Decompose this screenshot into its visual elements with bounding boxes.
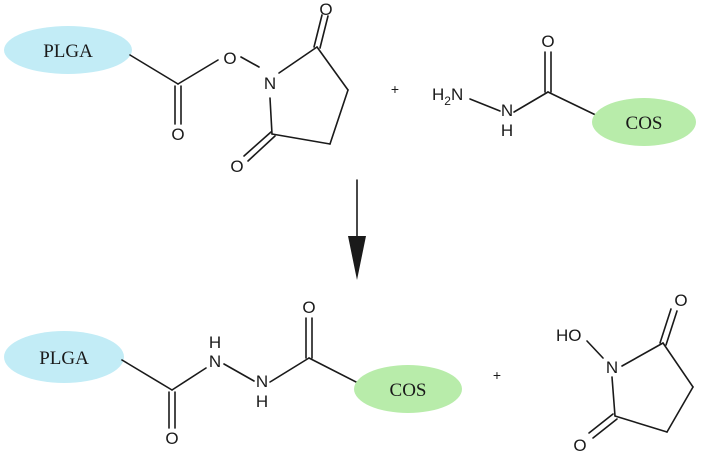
plga-cos-conjugate: PLGA COS O H N N H O [4, 298, 462, 448]
bond [316, 46, 349, 91]
cos-label: COS [626, 113, 663, 134]
bond [271, 133, 331, 145]
atom-nitrogen: N [264, 74, 276, 93]
plus-sign: + [391, 81, 399, 97]
bond [592, 418, 618, 439]
bond [662, 342, 694, 388]
atom-hydrogen: H [501, 121, 513, 140]
plga-ellipse [4, 331, 124, 383]
bond [171, 367, 207, 391]
bond [666, 386, 694, 433]
bond [319, 15, 329, 49]
atom-oxygen: O [674, 291, 687, 310]
atom-oxygen: O [171, 125, 184, 144]
bond [614, 415, 668, 433]
bond [129, 54, 179, 85]
bond [611, 376, 616, 417]
atom-oxygen: O [230, 157, 243, 176]
plus-sign: + [493, 367, 501, 383]
bond [313, 14, 323, 48]
bond [586, 340, 604, 359]
atom-oxygen: O [541, 32, 554, 51]
down-arrow [348, 179, 366, 280]
bond [269, 357, 310, 383]
cos-ellipse [354, 365, 462, 413]
bond [665, 310, 678, 346]
atom-nitrogen: N [256, 372, 268, 391]
cos-hydrazide: COS H2N N H O [432, 32, 696, 146]
bond [659, 308, 672, 344]
bond [121, 359, 173, 391]
atom-oxygen: O [319, 0, 332, 19]
bond [308, 357, 361, 385]
bond [469, 98, 501, 112]
plga-label: PLGA [43, 41, 93, 62]
bond [588, 413, 614, 434]
atom-hydrogen: H [209, 333, 221, 352]
atom-oxygen: O [302, 298, 315, 317]
plga-ellipse [4, 26, 132, 74]
plga-label: PLGA [39, 348, 89, 369]
plga-nhs-ester: PLGA O O N O O [4, 0, 349, 176]
atom-hydrogen: H [256, 392, 268, 411]
atom-nitrogen: N [606, 358, 618, 377]
cos-ellipse [592, 98, 696, 146]
bond [177, 59, 219, 85]
bond [278, 46, 318, 74]
bond [621, 342, 664, 367]
atom-oxygen: O [165, 429, 178, 448]
hydroxyl-label: HO [556, 326, 582, 345]
atom-nitrogen: N [209, 352, 221, 371]
cos-label: COS [390, 380, 427, 401]
bond [247, 135, 276, 162]
bond [243, 131, 272, 157]
bond [240, 56, 260, 68]
bond [223, 363, 255, 382]
bond [269, 97, 273, 135]
atom-oxygen: O [223, 49, 236, 68]
atom-nitrogen: N [501, 101, 513, 120]
atom-oxygen: O [573, 436, 586, 455]
n-hydroxysuccinimide: HO N O O [556, 291, 694, 455]
bond [513, 91, 549, 113]
arrow-head [348, 236, 366, 280]
amine-label: H2N [432, 85, 463, 108]
bond [329, 89, 349, 145]
